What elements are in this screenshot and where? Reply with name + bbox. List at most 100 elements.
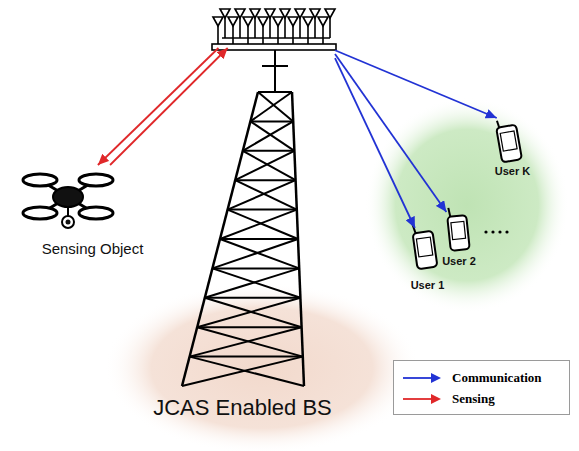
antenna-element — [303, 17, 313, 26]
antenna-element — [273, 17, 283, 26]
tower-brace — [258, 92, 293, 121]
antenna-element — [299, 18, 301, 38]
tower-rung — [243, 150, 295, 152]
tower-rung — [212, 267, 299, 269]
node-label: User 1 — [411, 279, 445, 292]
dot — [491, 230, 494, 233]
signal-arrow — [110, 48, 228, 165]
tower-rung — [197, 326, 301, 328]
antenna-element — [288, 17, 298, 26]
tower-brace — [243, 121, 293, 150]
tower-lattice — [182, 50, 304, 386]
antenna-element — [292, 26, 294, 44]
user-device: User 2 — [438, 212, 480, 268]
user-device: User K — [490, 118, 535, 178]
phone-screen — [451, 221, 466, 239]
phone-antenna — [448, 208, 450, 217]
drone-rotor — [79, 174, 113, 186]
tower-brace — [228, 180, 296, 209]
signal-arrow — [335, 54, 446, 212]
antenna-bar — [222, 37, 330, 39]
coverage-zone — [104, 282, 420, 451]
tower-brace — [212, 239, 298, 268]
legend-arrow-sample — [402, 393, 442, 405]
legend-row: Communication — [402, 367, 561, 388]
drone-rotor — [23, 174, 57, 186]
tower-rung — [250, 120, 293, 122]
legend-arrow-head — [431, 373, 441, 383]
ellipsis-dots — [484, 230, 508, 233]
antenna-element — [318, 17, 328, 26]
antenna-element — [243, 17, 253, 26]
antenna-element — [239, 18, 241, 38]
antenna-element — [322, 26, 324, 44]
phone-icon — [412, 223, 437, 269]
phone-icon — [496, 121, 522, 163]
legend-arrow-line — [403, 377, 432, 379]
legend-box: CommunicationSensing — [393, 360, 570, 415]
antenna-element — [247, 26, 249, 44]
tower-brace — [190, 327, 302, 356]
phone-icon — [447, 208, 469, 251]
drone-rotor — [23, 207, 57, 219]
antenna-element — [329, 18, 331, 38]
antenna-element — [224, 18, 226, 38]
legend-arrow-head — [431, 394, 441, 404]
phone-body — [413, 231, 438, 269]
drone-rotor — [79, 207, 113, 219]
legend-arrow-sample — [402, 372, 442, 384]
antenna-bar — [212, 44, 336, 50]
mast — [274, 50, 276, 92]
antenna-element — [262, 26, 264, 44]
legend-row: Sensing — [402, 388, 561, 409]
coverage-zone — [365, 97, 569, 313]
antenna-array — [212, 9, 336, 50]
dot — [505, 230, 508, 233]
antenna-element — [213, 17, 223, 26]
phone-screen — [416, 237, 432, 257]
phone-screen — [500, 131, 517, 151]
signal-arrow — [335, 58, 415, 228]
node-label: User K — [495, 165, 530, 178]
node-label: Sensing Object — [42, 240, 144, 257]
tower-brace — [250, 121, 294, 150]
antenna-element — [254, 18, 256, 38]
tower-brace — [182, 357, 303, 386]
phone-antenna — [497, 121, 499, 128]
tower-brace — [235, 151, 294, 180]
mast-brace — [262, 65, 288, 67]
antenna-element — [277, 26, 279, 44]
drone-camera — [62, 216, 74, 228]
antenna-element — [284, 18, 286, 38]
base-station: JCAS Enabled BS — [150, 48, 335, 420]
antenna-element — [232, 26, 234, 44]
antenna-element — [228, 17, 238, 26]
tower-rung — [220, 238, 298, 240]
dot — [484, 230, 487, 233]
tower-brace — [250, 92, 292, 121]
signal-arrow — [98, 48, 219, 165]
legend-arrow-line — [403, 398, 432, 400]
tower-rung — [235, 179, 295, 181]
drone-icon — [23, 174, 113, 228]
antenna-element — [269, 18, 271, 38]
tower-brace — [205, 268, 299, 297]
antenna-element — [314, 18, 316, 38]
tower-rung — [205, 297, 301, 299]
legend-label: Sensing — [452, 391, 495, 407]
dot — [498, 230, 501, 233]
tower-brace — [220, 210, 297, 239]
tower-rung — [258, 91, 292, 93]
tower-brace — [197, 298, 300, 327]
sensing-object: Sensing Object — [25, 165, 160, 257]
drone-lens — [66, 220, 71, 225]
antenna-element — [217, 26, 219, 44]
drone-body — [53, 187, 83, 207]
phone-body — [447, 215, 469, 251]
node-label: JCAS Enabled BS — [153, 395, 332, 420]
phone-body — [496, 125, 522, 163]
antenna-element — [258, 17, 268, 26]
tower-rung — [228, 209, 297, 211]
antenna-element — [307, 26, 309, 44]
tower-rung — [190, 356, 303, 358]
